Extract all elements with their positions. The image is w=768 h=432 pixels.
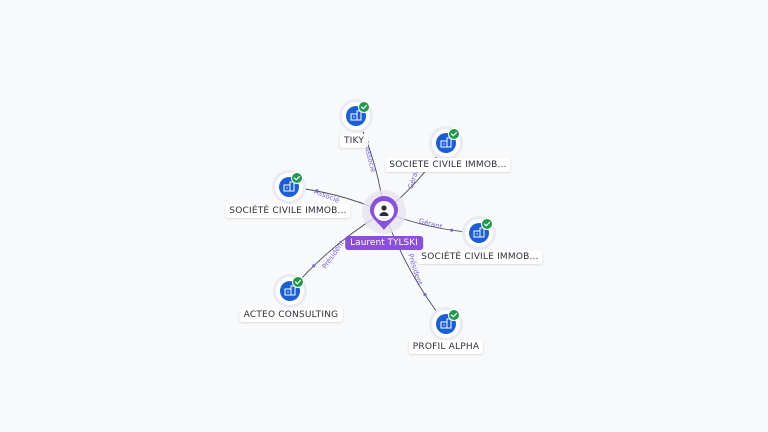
verified-check-icon — [448, 128, 460, 140]
edge-label-tiky: Associé — [363, 146, 378, 174]
company-node-sci1[interactable] — [429, 126, 463, 160]
person-name-label[interactable]: Laurent TYLSKI — [345, 236, 423, 250]
building-icon — [473, 227, 485, 238]
edge-arrow-sci2 — [314, 189, 319, 193]
node-label-tiky[interactable]: TIKY — [339, 134, 369, 148]
building-icon — [283, 181, 295, 192]
company-node-tiky[interactable] — [339, 99, 373, 133]
node-label-profil[interactable]: PROFIL ALPHA — [408, 340, 484, 354]
person-icon — [379, 205, 389, 216]
building-icon — [350, 110, 362, 121]
company-node-profil[interactable] — [429, 307, 463, 341]
person-node[interactable] — [362, 190, 406, 234]
verified-check-icon — [481, 218, 493, 230]
node-label-sci2[interactable]: SOCIÉTÉ CIVILE IMMOB... — [225, 204, 351, 218]
building-icon — [284, 285, 296, 296]
verified-check-icon — [291, 172, 303, 184]
edge-arrow-profil — [423, 293, 427, 297]
verified-check-icon — [292, 276, 304, 288]
edge-label-acteo: Président — [321, 239, 346, 271]
edge-arrow-sci3 — [450, 228, 454, 232]
company-node-sci3[interactable] — [462, 216, 496, 250]
building-icon — [440, 318, 452, 329]
company-node-acteo[interactable] — [273, 274, 307, 308]
node-label-sci1[interactable]: SOCIETE CIVILE IMMOB... — [385, 158, 511, 172]
edge-label-sci3: Gérant — [418, 217, 444, 231]
person-ring — [374, 201, 394, 221]
verified-check-icon — [448, 309, 460, 321]
edge-arrow-acteo — [312, 264, 316, 268]
building-icon — [440, 137, 452, 148]
edge-label-sci2: Associé — [313, 187, 341, 204]
company-node-sci2[interactable] — [272, 170, 306, 204]
node-label-sci3[interactable]: SOCIÉTÉ CIVILE IMMOB... — [417, 250, 543, 264]
node-label-acteo[interactable]: ACTEO CONSULTING — [239, 308, 343, 322]
verified-check-icon — [358, 101, 370, 113]
